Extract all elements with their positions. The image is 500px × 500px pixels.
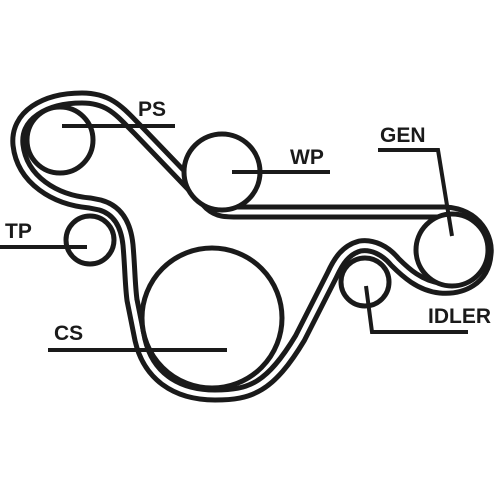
label-wp: WP <box>290 146 324 169</box>
leader-gen <box>378 148 454 237</box>
pulley-idler <box>338 255 392 309</box>
label-idler: IDLER <box>428 305 491 328</box>
pulley-ps <box>24 104 96 176</box>
label-ps: PS <box>138 98 166 121</box>
label-gen: GEN <box>380 124 426 147</box>
label-tp: TP <box>5 220 32 243</box>
label-cs: CS <box>54 322 83 345</box>
leader-lines <box>0 124 468 352</box>
pulley-tp <box>63 213 117 267</box>
pulley-cs <box>139 245 285 391</box>
leader-idler <box>364 285 468 334</box>
pulley-gen <box>413 211 491 289</box>
